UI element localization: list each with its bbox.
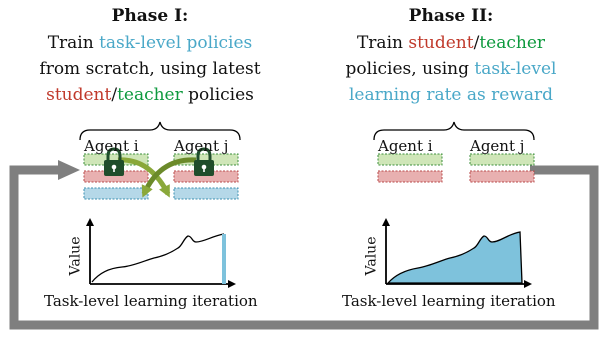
phase2-text: Train <box>356 33 409 53</box>
p2-x-label: Task-level learning iteration <box>342 292 556 310</box>
phase1-brace <box>79 121 241 141</box>
phase1-text: from scratch, using latest <box>39 59 261 79</box>
phase1-text: policies <box>182 85 254 105</box>
p1-agent-i-task-bar <box>83 187 149 200</box>
p2-area-fill <box>386 231 523 284</box>
p2-agent-j-label: Agent j <box>470 137 525 155</box>
lock-icon <box>104 147 124 176</box>
p1-value-curve <box>91 233 225 283</box>
lock-icon <box>194 147 214 176</box>
phase2-text: policies, using <box>345 59 475 79</box>
phase2-task-level: task-level <box>474 59 557 79</box>
phase2-learning-rate-reward: learning rate as reward <box>348 85 554 105</box>
phase1-slash: / <box>111 85 118 105</box>
p1-x-label: Task-level learning iteration <box>44 292 258 310</box>
p1-agent-j-label: Agent j <box>174 137 229 155</box>
phase1-student: student <box>46 85 112 105</box>
phase1-teacher: teacher <box>117 85 183 105</box>
loop-arrow <box>9 160 599 330</box>
phase2-plot <box>382 218 532 288</box>
p1-agent-j-task-bar <box>173 187 239 200</box>
phase2-title: Phase II: <box>408 6 494 26</box>
phase2-student: student <box>408 33 474 53</box>
swap-arrow-up <box>141 157 197 198</box>
p2-agent-j-teacher-bar <box>469 153 535 166</box>
p1-y-label: Value <box>67 236 84 276</box>
phase1-description: Train task-level policies from scratch, … <box>5 30 295 108</box>
phase2-description: Train student/teacher policies, using ta… <box>306 30 596 108</box>
p2-agent-i-label: Agent i <box>378 137 433 155</box>
phase1-title: Phase I: <box>111 6 189 26</box>
loop-arrow-head <box>58 160 80 180</box>
p2-agent-i-student-bar <box>377 170 443 183</box>
phase1-task-level-policies: task-level policies <box>99 33 253 53</box>
phase1-plot <box>86 218 236 288</box>
p2-y-label: Value <box>363 236 380 276</box>
phase2-brace <box>373 121 535 141</box>
p1-agent-i-label: Agent i <box>84 137 139 155</box>
phase2-slash: / <box>473 33 480 53</box>
phase2-teacher: teacher <box>479 33 546 53</box>
phase1-text: Train <box>47 33 100 53</box>
swap-arrow-down <box>117 157 171 198</box>
p2-agent-i-teacher-bar <box>377 153 443 166</box>
p2-agent-j-student-bar <box>469 170 535 183</box>
